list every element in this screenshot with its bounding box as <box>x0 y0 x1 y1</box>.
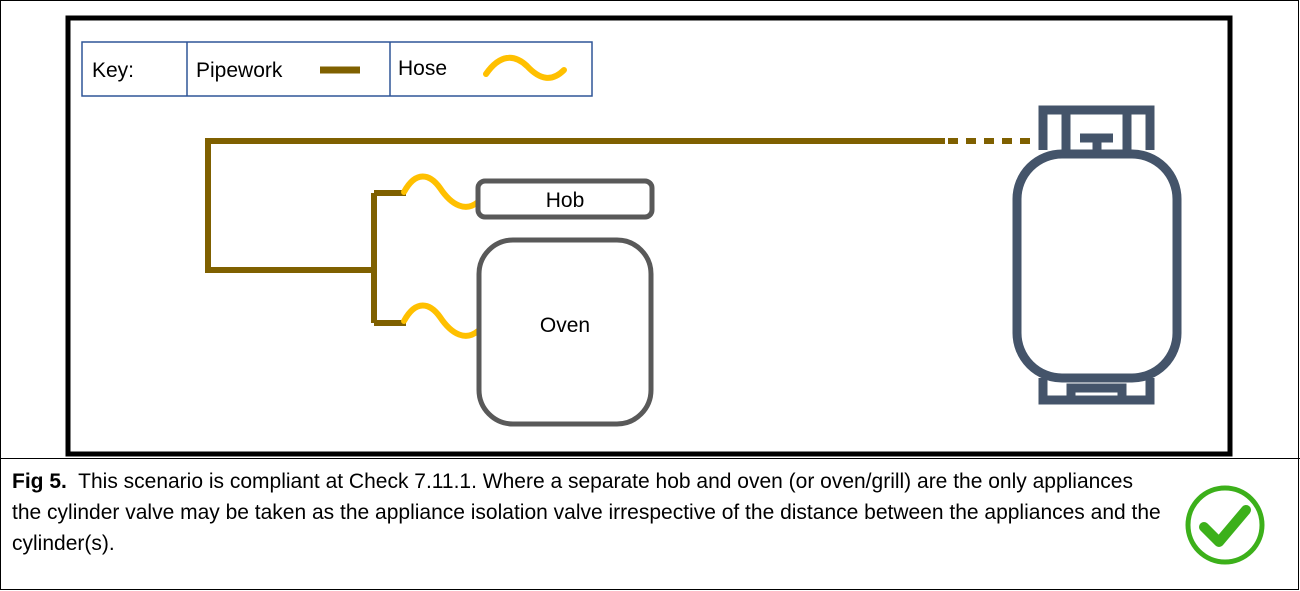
diagram-border <box>65 15 1233 457</box>
cylinder-body <box>1012 149 1182 383</box>
caption-divider <box>0 458 1300 459</box>
pipework-main-run <box>205 138 945 273</box>
oven-outline <box>476 237 654 427</box>
key-hose-swatch <box>483 54 567 81</box>
cylinder-foot <box>1038 378 1155 405</box>
gas-supply-diagram: Key: Pipework Hose Hob Oven <box>65 15 1233 457</box>
oven: Oven <box>476 237 654 427</box>
hose-to-oven <box>401 302 481 339</box>
key-hose-label: Hose <box>398 57 447 80</box>
hob-label: Hob <box>546 189 585 212</box>
hob-outline <box>475 178 655 220</box>
key-table: Key: Pipework Hose <box>81 41 593 97</box>
hob: Hob <box>475 178 655 220</box>
cylinder-collar-posts <box>1061 110 1132 150</box>
gas-cylinder-icon <box>1012 105 1182 405</box>
cylinder-collar <box>1038 105 1155 150</box>
figure-label: Fig 5. <box>12 470 67 493</box>
check-circle-icon <box>1185 485 1265 565</box>
key-pipework-label: Pipework <box>196 59 283 82</box>
key-title: Key: <box>92 59 134 82</box>
caption-text: This scenario is compliant at Check 7.11… <box>12 470 1161 555</box>
hose-to-hob <box>401 173 481 210</box>
figure-caption: Fig 5. This scenario is compliant at Che… <box>12 466 1162 559</box>
cylinder-foot-notch <box>1066 383 1127 400</box>
pipework <box>205 138 1030 326</box>
oven-label: Oven <box>540 314 590 337</box>
